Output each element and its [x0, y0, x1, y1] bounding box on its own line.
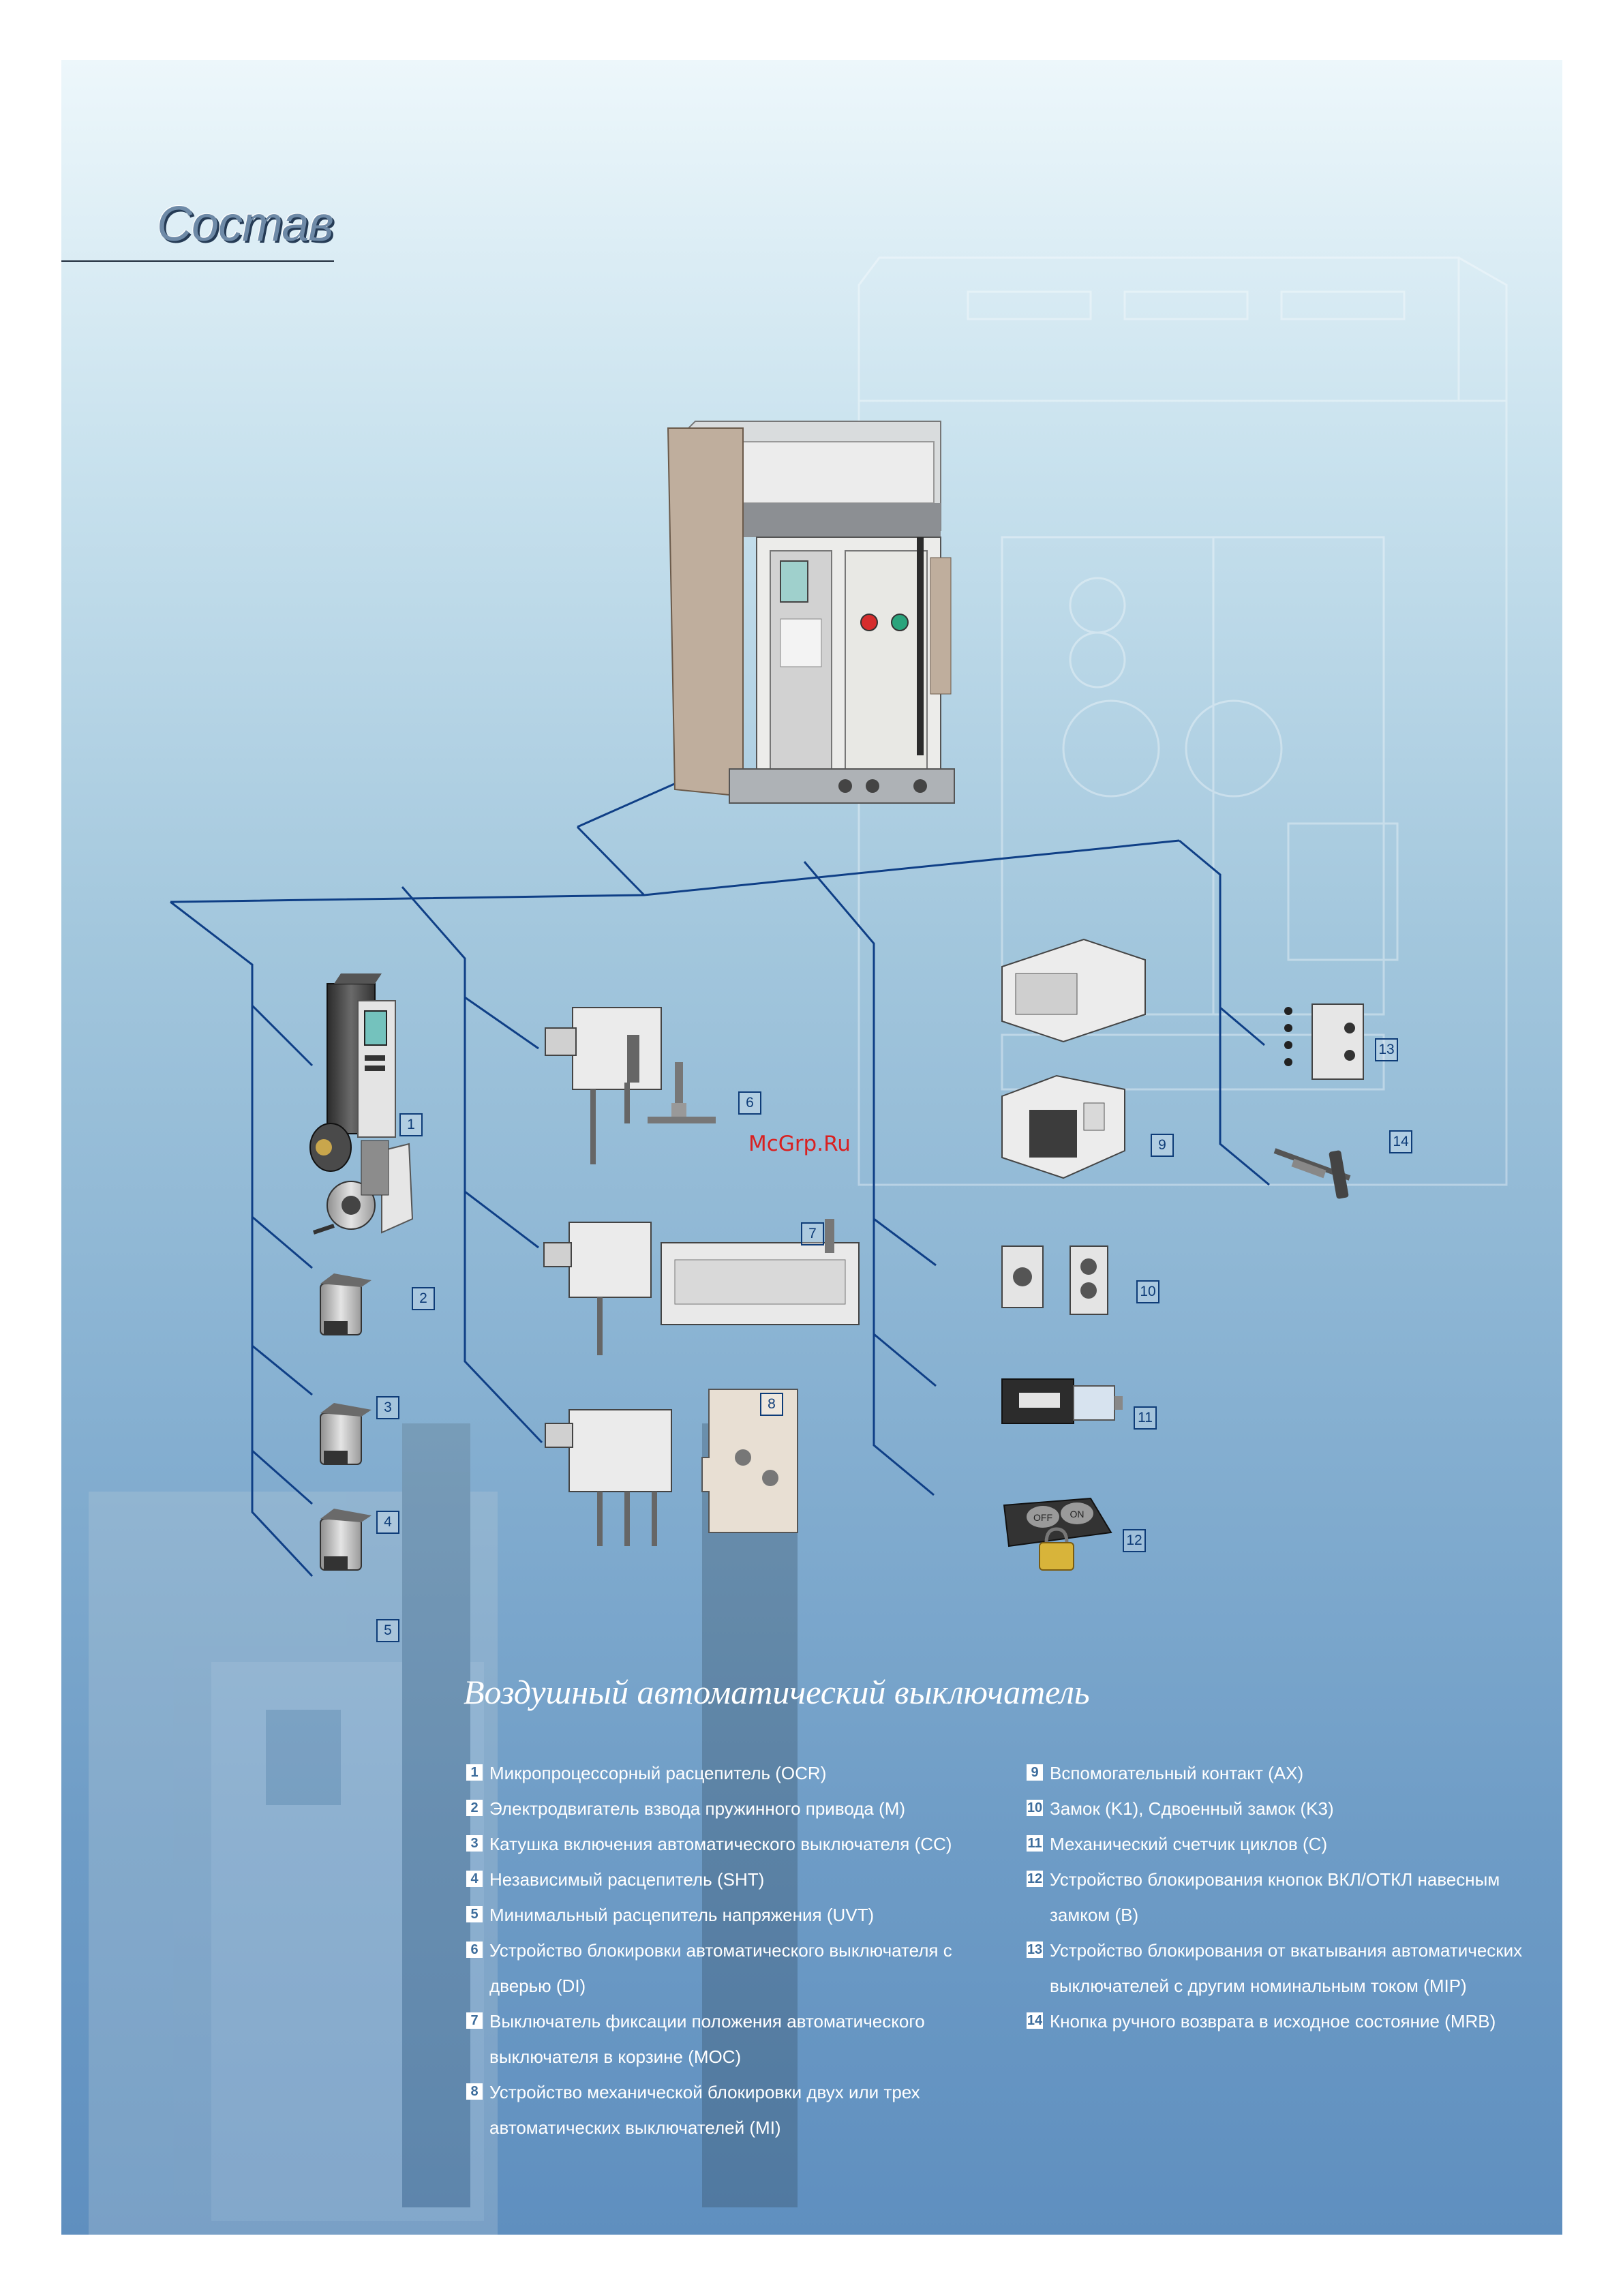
callout-5: 5	[376, 1619, 399, 1642]
legend-text: Устройство блокирования от вкатывания ав…	[1050, 1940, 1523, 1996]
background-breaker-bottom	[89, 1423, 798, 2235]
door-interlock	[545, 1007, 716, 1164]
legend-text: Кнопка ручного возврата в исходное состо…	[1050, 2011, 1496, 2031]
spring-charging-motor	[309, 1123, 414, 1235]
undervoltage-trip	[320, 1509, 371, 1571]
legend-number: 6	[466, 1942, 483, 1958]
padlock-device: OFF ON	[1003, 1497, 1112, 1571]
legend-text: Независимый расцепитель (SHT)	[489, 1869, 765, 1890]
legend-number: 10	[1027, 1800, 1043, 1816]
legend-text: Выключатель фиксации положения автоматич…	[489, 2011, 925, 2067]
legend-text: Устройство механической блокировки двух …	[489, 2082, 920, 2138]
watermark: McGrp.Ru	[748, 1132, 851, 1156]
legend-text: Катушка включения автоматического выключ…	[489, 1834, 952, 1854]
legend-item-12: 12 Устройство блокирования кнопок ВКЛ/ОТК…	[1027, 1862, 1545, 1933]
air-circuit-breaker	[667, 421, 955, 804]
callout-1: 1	[399, 1113, 423, 1136]
legend-number: 4	[466, 1871, 483, 1887]
legend-number: 13	[1027, 1942, 1043, 1958]
legend-item-2: 2 Электродвигатель взвода пружинного прив…	[466, 1791, 984, 1826]
legend-text: Замок (K1), Сдвоенный замок (K3)	[1050, 1798, 1334, 1819]
auxiliary-contact	[1001, 938, 1146, 1179]
legend-number: 7	[466, 2012, 483, 2029]
legend-item-11: 11 Механический счетчик циклов (C)	[1027, 1826, 1545, 1862]
legend-number: 5	[466, 1906, 483, 1922]
shunt-trip	[320, 1403, 371, 1465]
legend-item-8: 8 Устройство механической блокировки двух…	[466, 2074, 984, 2145]
legend-list-right: 9 Вспомогательный контакт (AX) 10 Замок (K…	[1027, 1755, 1545, 2039]
on-label: ON	[1070, 1509, 1084, 1520]
manual-reset-button	[1273, 1148, 1351, 1199]
legend-text: Устройство блокирования кнопок ВКЛ/ОТКЛ …	[1050, 1869, 1500, 1925]
components-diagram: OFF ON	[89, 256, 1508, 2235]
legend-item-7: 7 Выключатель фиксации положения автомати…	[466, 2004, 984, 2074]
legend-number: 9	[1027, 1764, 1043, 1781]
legend-number: 1	[466, 1764, 483, 1781]
title-underline	[61, 260, 334, 262]
callout-11: 11	[1134, 1406, 1157, 1430]
legend-item-4: 4 Независимый расцепитель (SHT)	[466, 1862, 984, 1897]
callout-9: 9	[1151, 1134, 1174, 1157]
legend-text: Механический счетчик циклов (C)	[1050, 1834, 1328, 1854]
callout-2: 2	[412, 1287, 435, 1310]
key-lock	[1001, 1245, 1108, 1315]
callout-8: 8	[760, 1393, 783, 1416]
callout-4: 4	[376, 1511, 399, 1534]
legend-list-left: 1 Микропроцессорный расцепитель (OCR) 2 Эл…	[466, 1755, 984, 2145]
legend-text: Устройство блокировки автоматического вы…	[489, 1940, 952, 1996]
legend-number: 8	[466, 2083, 483, 2100]
callout-12: 12	[1123, 1529, 1146, 1552]
callout-10: 10	[1136, 1280, 1159, 1303]
callout-3: 3	[376, 1396, 399, 1419]
legend-item-9: 9 Вспомогательный контакт (AX)	[1027, 1755, 1545, 1791]
legend-item-14: 14 Кнопка ручного возврата в исходное сос…	[1027, 2004, 1545, 2039]
diagram-panel: OFF ON Состав McGrp.Ru 1 2 3 4 5 6 7 8 9…	[61, 60, 1562, 2235]
legend-text: Электродвигатель взвода пружинного приво…	[489, 1798, 906, 1819]
section-title: Состав	[157, 197, 334, 252]
legend-number: 12	[1027, 1871, 1043, 1887]
ocr-trip-unit	[327, 973, 396, 1138]
legend-item-5: 5 Минимальный расцепитель напряжения (UVT…	[466, 1897, 984, 1933]
connector-lines	[170, 761, 1270, 1577]
legend-number: 3	[466, 1835, 483, 1852]
legend-item-1: 1 Микропроцессорный расцепитель (OCR)	[466, 1755, 984, 1791]
legend-number: 11	[1027, 1835, 1043, 1852]
callout-13: 13	[1375, 1038, 1398, 1061]
off-label: OFF	[1033, 1512, 1052, 1523]
legend-text: Вспомогательный контакт (AX)	[1050, 1763, 1304, 1783]
callout-14: 14	[1389, 1130, 1412, 1153]
background-blueprint	[858, 256, 1508, 1186]
closing-coil	[320, 1273, 371, 1335]
callout-7: 7	[801, 1222, 824, 1245]
legend-number: 2	[466, 1800, 483, 1816]
legend-text: Минимальный расцепитель напряжения (UVT)	[489, 1905, 875, 1925]
legend-number: 14	[1027, 2012, 1043, 2029]
operation-counter	[1001, 1378, 1123, 1424]
legend-title: Воздушный автоматический выключатель	[464, 1673, 1090, 1711]
callout-6: 6	[738, 1091, 761, 1115]
legend-item-6: 6 Устройство блокировки автоматического в…	[466, 1933, 984, 2004]
legend-item-13: 13 Устройство блокирования от вкатывания …	[1027, 1933, 1545, 2004]
legend-text: Микропроцессорный расцепитель (OCR)	[489, 1763, 827, 1783]
cell-switch	[543, 1219, 860, 1355]
mis-insertion-prevention	[1284, 1003, 1364, 1080]
legend-item-10: 10 Замок (K1), Сдвоенный замок (K3)	[1027, 1791, 1545, 1826]
legend-item-3: 3 Катушка включения автоматического выклю…	[466, 1826, 984, 1862]
mechanical-interlock	[545, 1389, 798, 1546]
